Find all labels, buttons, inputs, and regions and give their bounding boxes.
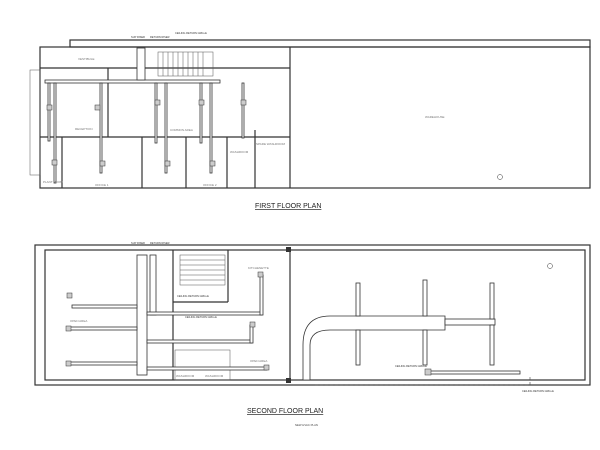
top-band-wall bbox=[69, 39, 591, 48]
column bbox=[286, 247, 291, 252]
room-label: OFFICE 2 bbox=[203, 183, 217, 187]
room-label: WASHROOM bbox=[230, 150, 249, 154]
note-ceiling-return: CEILING RETURN GRILLE bbox=[177, 294, 209, 298]
room-label: WASHROOM bbox=[205, 374, 224, 378]
main-supply-duct bbox=[302, 315, 446, 381]
room-label: PLANT ROOM bbox=[43, 180, 63, 184]
diffusers bbox=[65, 271, 270, 371]
room-label: WAREHOUSE bbox=[425, 115, 445, 119]
note-return-riser: RETURN RISER bbox=[150, 35, 170, 39]
room-label: WASHROOM bbox=[176, 374, 195, 378]
return-riser-duct bbox=[149, 254, 157, 316]
vertical-branches bbox=[355, 279, 495, 366]
note-ceiling-return: CEILING RETURN GRILLE bbox=[185, 315, 217, 319]
sheet-note: NEW HVAC PLAN bbox=[295, 423, 318, 427]
first-floor-title: FIRST FLOOR PLAN bbox=[255, 203, 321, 210]
return-grille bbox=[424, 368, 432, 376]
room-label: VESTIBULE bbox=[78, 57, 95, 61]
branch-ducts bbox=[67, 274, 268, 371]
tag-bubble bbox=[497, 174, 503, 180]
washroom-block bbox=[174, 349, 231, 381]
room-label: COMMON AREA bbox=[170, 128, 193, 132]
return-duct-dashed bbox=[315, 375, 531, 386]
room-label: OPEN AREA bbox=[70, 319, 87, 323]
stair bbox=[157, 51, 214, 77]
inner-wall bbox=[44, 249, 586, 381]
note-sup-riser: SUP RISER bbox=[131, 241, 145, 245]
return-duct bbox=[429, 370, 521, 375]
room-label: OPEN AREA bbox=[250, 359, 267, 363]
branch-ducts bbox=[47, 82, 245, 184]
left-column bbox=[29, 69, 41, 176]
second-floor-plan: OPEN AREA OPEN AREA KITCHENETTE WASHROOM… bbox=[34, 241, 591, 427]
outer-wall bbox=[34, 244, 591, 386]
note-return-riser: RETURN RISER bbox=[150, 241, 170, 245]
column bbox=[286, 378, 291, 383]
room-label: KITCHENETTE bbox=[248, 266, 269, 270]
tag-bubble bbox=[547, 263, 553, 269]
room-label: OFFICE 1 bbox=[95, 183, 109, 187]
supply-trunk-duct bbox=[44, 79, 221, 84]
note-ceiling-return: CEILING RETURN GRILLE bbox=[522, 389, 554, 393]
supply-riser bbox=[136, 47, 146, 81]
first-floor-plan: VESTIBULE RECEPTION COMMON AREA OFFICE 1… bbox=[29, 31, 591, 210]
room-label: SPARE WASHROOM bbox=[256, 142, 286, 146]
note-sup-riser: SUP RISER bbox=[131, 35, 145, 39]
stair bbox=[179, 254, 226, 286]
note-ceiling-return: CEILING RETURN GRILLE bbox=[175, 31, 207, 35]
supply-duct-reducer bbox=[444, 318, 496, 326]
second-floor-title: SECOND FLOOR PLAN bbox=[247, 408, 323, 415]
note-ceiling-return: CEILING RETURN GRILLE bbox=[395, 364, 427, 368]
room-label: RECEPTION bbox=[75, 127, 93, 131]
supply-riser-duct bbox=[136, 254, 148, 376]
diffusers bbox=[46, 99, 247, 167]
